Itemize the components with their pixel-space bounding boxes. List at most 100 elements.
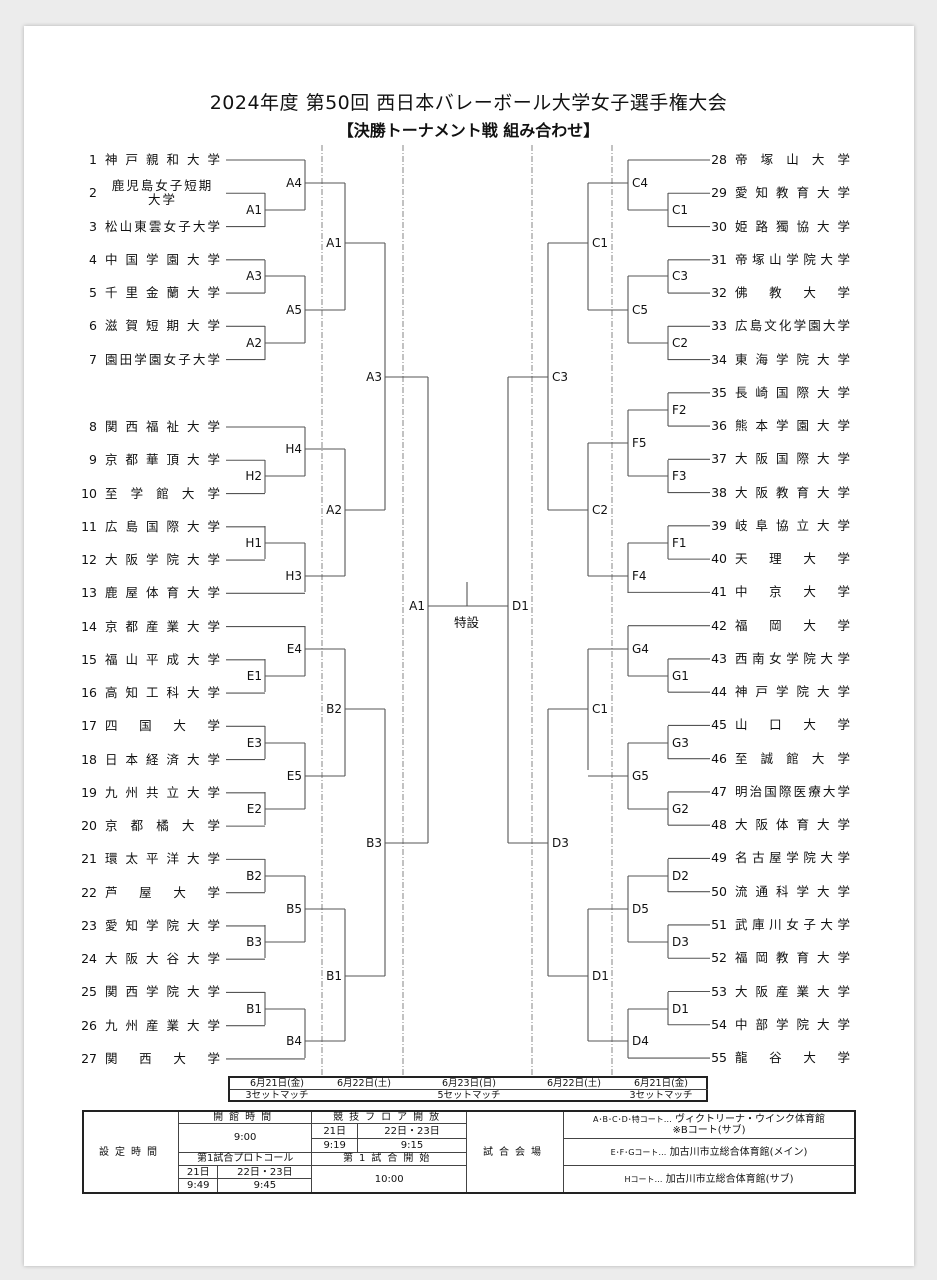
team-number: 44	[711, 684, 727, 700]
team-name: 山口大学	[735, 717, 850, 733]
team-number: 8	[89, 419, 97, 434]
match-label: C2	[672, 336, 689, 350]
match-label: A1	[246, 203, 262, 217]
team-entry: 14 京都産業大学	[75, 618, 220, 636]
team-number: 55	[711, 1050, 727, 1066]
floor-day1: 21日	[311, 1123, 359, 1139]
team-number: 28	[711, 152, 727, 167]
team-number: 46	[711, 750, 727, 766]
match-label: F3	[672, 469, 687, 483]
schedule-table: 6月21日(金) 6月22日(土) 6月23日(日) 6月22日(土) 6月21…	[228, 1076, 708, 1102]
team-number: 21	[81, 851, 97, 867]
team-name: 鹿屋体育大学	[105, 585, 220, 601]
team-number: 38	[711, 484, 727, 500]
protocol-time1: 9:49	[177, 1178, 219, 1194]
team-name: 環太平洋大学	[105, 851, 220, 867]
team-name: 神戸学院大学	[735, 684, 850, 700]
date-cell: 6月21日(金)	[249, 1078, 305, 1089]
team-number: 47	[711, 783, 727, 799]
floor-open-label: 競技フロア開放	[311, 1110, 467, 1124]
venue-2: E･F･Gコート… 加古川市立総合体育館(メイン)	[563, 1138, 856, 1166]
match-label: B1	[326, 969, 342, 983]
team-name: 高知工科大学	[105, 685, 220, 701]
match-label: A2	[326, 503, 342, 517]
team-name: 福山平成大学	[105, 651, 220, 667]
team-name: 天理大学	[735, 551, 850, 567]
team-number: 20	[81, 818, 97, 834]
team-number: 37	[711, 451, 727, 467]
venue-3: Hコート… 加古川市立総合体育館(サブ)	[563, 1165, 856, 1194]
team-number: 26	[81, 1017, 97, 1033]
team-name: 愛知教育大学	[735, 185, 850, 201]
opening-time-value: 9:00	[177, 1123, 313, 1153]
match-label: D1	[672, 1002, 689, 1016]
match-label: A3	[366, 370, 382, 384]
team-number: 39	[711, 517, 727, 533]
floor-time1: 9:19	[311, 1138, 359, 1153]
match-label: C1	[672, 203, 689, 217]
team-number: 22	[81, 884, 97, 900]
team-number: 18	[81, 751, 97, 767]
team-name: 神戸親和大学	[105, 152, 220, 167]
team-number: 24	[81, 951, 97, 967]
match-label: D4	[632, 1034, 649, 1048]
team-name: 愛知学院大学	[105, 917, 220, 933]
floor-time2: 9:15	[357, 1138, 467, 1153]
team-number: 5	[89, 285, 97, 301]
team-entry: 44 神戸学院大学	[705, 683, 850, 701]
team-name: 関西学院大学	[105, 984, 220, 1000]
team-name: 園田学園女子大学	[105, 351, 220, 367]
team-entry: 8 関西福祉大学	[75, 418, 220, 436]
team-name: 熊本学園大学	[735, 418, 850, 434]
match-label: D3	[672, 935, 689, 949]
match-label: A3	[246, 269, 262, 283]
match-label: H2	[245, 469, 262, 483]
team-number: 14	[81, 618, 97, 634]
team-number: 50	[711, 883, 727, 899]
team-number: 17	[81, 718, 97, 734]
team-name: 関西大学	[105, 1050, 220, 1066]
match-label: C4	[632, 176, 649, 190]
team-number: 49	[711, 850, 727, 866]
match-label: F4	[632, 569, 647, 583]
team-name: 大阪体育大学	[735, 817, 850, 833]
team-name: 千里金蘭大学	[105, 285, 220, 301]
protocol-day1: 21日	[177, 1164, 219, 1180]
team-number: 33	[711, 318, 727, 334]
team-number: 41	[711, 584, 727, 600]
match-label: G3	[672, 736, 689, 750]
team-number: 32	[711, 285, 727, 301]
team-name: 関西福祉大学	[105, 419, 220, 434]
protocol-day2: 22日・23日	[217, 1164, 313, 1180]
team-number: 15	[81, 651, 97, 667]
team-number: 27	[81, 1050, 97, 1066]
match-label: B2	[326, 702, 342, 716]
match-label: B1	[246, 1002, 262, 1016]
team-name: 中部学院大学	[735, 1016, 850, 1032]
match-label: E1	[246, 669, 262, 683]
team-name: 武庫川女子大学	[735, 916, 850, 932]
team-name: 京都産業大学	[105, 618, 220, 634]
team-number: 43	[711, 650, 727, 666]
venue-label: 試合会場	[466, 1110, 564, 1194]
date-cell: 6月22日(土)	[336, 1078, 392, 1089]
team-name: 至誠館大学	[735, 750, 850, 766]
team-name: 松山東雲女子大学	[105, 218, 220, 234]
